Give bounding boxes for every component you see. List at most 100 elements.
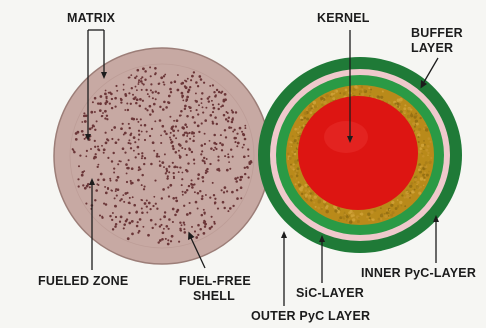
coated-particle-dot	[242, 133, 245, 136]
coated-particle-dot	[226, 190, 228, 192]
coated-particle-dot	[137, 221, 139, 223]
buffer-grain	[339, 92, 341, 94]
coated-particle-dot	[233, 137, 236, 140]
buffer-grain	[304, 112, 308, 116]
coated-particle-dot	[136, 118, 138, 120]
buffer-grain	[298, 128, 299, 129]
coated-particle-dot	[105, 192, 108, 195]
coated-particle-dot	[148, 202, 151, 205]
coated-particle-dot	[240, 186, 243, 189]
buffer-grain	[417, 181, 420, 184]
coated-particle-dot	[101, 216, 103, 218]
coated-particle-dot	[189, 132, 191, 134]
coated-particle-dot	[75, 138, 78, 141]
coated-particle-dot	[140, 118, 142, 120]
buffer-grain	[419, 166, 421, 168]
coated-particle-dot	[194, 230, 196, 232]
buffer-grain	[380, 207, 382, 209]
coated-particle-dot	[123, 89, 125, 91]
coated-particle-dot	[176, 166, 178, 168]
coated-particle-dot	[193, 135, 195, 137]
coated-particle-dot	[180, 115, 182, 117]
coated-particle-dot	[173, 120, 175, 122]
coated-particle-dot	[162, 108, 165, 111]
buffer-grain	[423, 179, 425, 181]
coated-particle-dot	[137, 153, 139, 155]
coated-particle-dot	[143, 83, 145, 85]
coated-particle-dot	[213, 142, 216, 145]
coated-particle-dot	[175, 137, 177, 139]
coated-particle-dot	[152, 110, 154, 112]
coated-particle-dot	[209, 114, 212, 117]
coated-particle-dot	[79, 154, 81, 156]
coated-particle-dot	[155, 203, 157, 205]
coated-particle-dot	[147, 93, 149, 95]
coated-particle-dot	[175, 125, 177, 127]
coated-particle-dot	[181, 126, 184, 129]
coated-particle-dot	[247, 155, 249, 157]
coated-particle-dot	[167, 175, 169, 177]
coated-particle-dot	[85, 155, 87, 157]
buffer-grain	[291, 150, 294, 153]
coated-particle-dot	[106, 118, 108, 120]
coated-particle-dot	[182, 194, 184, 196]
coated-particle-dot	[182, 172, 184, 174]
buffer-grain	[409, 185, 412, 188]
buffer-grain	[410, 194, 412, 196]
coated-particle-dot	[186, 115, 188, 117]
buffer-grain	[321, 101, 323, 103]
coated-particle-dot	[181, 82, 184, 85]
buffer-grain	[428, 161, 431, 164]
coated-particle-dot	[240, 197, 242, 199]
buffer-grain	[310, 111, 313, 114]
buffer-grain	[429, 141, 431, 143]
coated-particle-dot	[220, 134, 222, 136]
buffer-grain	[287, 158, 289, 160]
coated-particle-dot	[188, 185, 190, 187]
coated-particle-dot	[191, 151, 193, 153]
coated-particle-dot	[143, 163, 145, 165]
coated-particle-dot	[217, 156, 219, 158]
coated-particle-dot	[190, 79, 192, 81]
coated-particle-dot	[197, 113, 199, 115]
label-fuel-free-line1: FUEL-FREE	[179, 274, 251, 288]
coated-particle-dot	[126, 102, 128, 104]
coated-particle-dot	[187, 133, 189, 135]
coated-particle-dot	[104, 93, 107, 96]
coated-particle-dot	[226, 169, 229, 172]
coated-particle-dot	[105, 142, 108, 145]
coated-particle-dot	[161, 125, 164, 128]
coated-particle-dot	[144, 70, 147, 73]
coated-particle-dot	[214, 198, 216, 200]
buffer-grain	[317, 207, 320, 210]
coated-particle-dot	[159, 239, 162, 242]
coated-particle-dot	[132, 94, 134, 96]
coated-particle-dot	[182, 191, 184, 193]
buffer-grain	[404, 205, 406, 207]
buffer-grain	[287, 152, 289, 154]
coated-particle-dot	[136, 89, 138, 91]
coated-particle-dot	[186, 189, 188, 191]
coated-particle-dot	[107, 187, 109, 189]
coated-particle-dot	[106, 138, 108, 140]
buffer-grain	[298, 183, 301, 186]
buffer-grain	[345, 88, 348, 91]
coated-particle-dot	[89, 186, 91, 188]
coated-particle-dot	[221, 189, 223, 191]
coated-particle-dot	[141, 131, 143, 133]
coated-particle-dot	[177, 130, 179, 132]
coated-particle-dot	[196, 109, 198, 111]
coated-particle-dot	[232, 156, 234, 158]
coated-particle-dot	[241, 131, 243, 133]
coated-particle-dot	[243, 144, 245, 146]
buffer-grain	[423, 140, 425, 142]
coated-particle-dot	[111, 219, 113, 221]
coated-particle-dot	[146, 109, 148, 111]
coated-particle-dot	[183, 205, 185, 207]
buffer-grain	[421, 169, 423, 171]
coated-particle-dot	[172, 145, 175, 148]
coated-particle-dot	[212, 121, 214, 123]
coated-particle-dot	[162, 188, 165, 191]
coated-particle-dot	[202, 180, 204, 182]
coated-particle-dot	[133, 204, 136, 207]
